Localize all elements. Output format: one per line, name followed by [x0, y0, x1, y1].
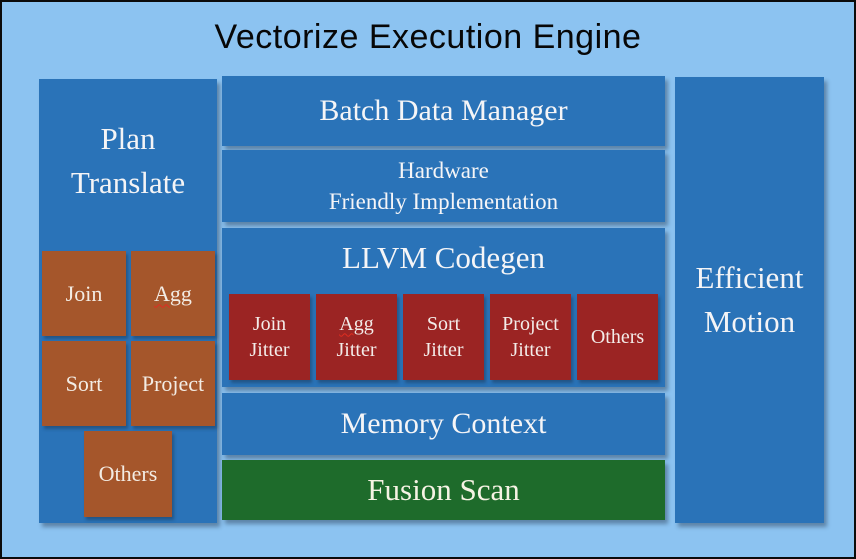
sort-jitter-line1: Sort: [426, 312, 461, 335]
hardware-label-line1: Hardware: [398, 157, 489, 183]
agg-jitter-box: Agg Jitter: [316, 294, 397, 380]
plan-box-join-label: Join: [65, 280, 103, 306]
join-jitter-line2: Jitter: [249, 339, 290, 361]
plan-box-agg-label: Agg: [154, 280, 192, 306]
memory-context-box: Memory Context: [222, 393, 665, 455]
agg-jitter-line2: Jitter: [336, 339, 377, 361]
jitter-row: Join Jitter Agg Jitter Sort Jitter Proje…: [229, 294, 658, 380]
batch-data-manager-label: Batch Data Manager: [319, 94, 568, 127]
fusion-scan-label: Fusion Scan: [367, 472, 520, 507]
efficient-motion-panel: Efficient Motion: [675, 77, 824, 523]
llvm-codegen-label: LLVM Codegen: [342, 240, 545, 275]
sort-jitter-line2: Jitter: [423, 339, 464, 361]
join-jitter-line1: Join: [252, 312, 287, 335]
fusion-scan-box: Fusion Scan: [222, 460, 665, 520]
plan-box-project-label: Project: [141, 370, 205, 396]
plan-box-agg: Agg: [131, 251, 215, 336]
batch-data-manager-box: Batch Data Manager: [222, 76, 665, 146]
project-jitter-line1: Project: [502, 312, 559, 335]
others-jitter-box: Others: [577, 294, 658, 380]
efficient-motion-label: Efficient Motion: [696, 256, 804, 344]
plan-translate-panel: Plan Translate Join Agg Sort Project Oth…: [39, 79, 217, 523]
join-jitter-box: Join Jitter: [229, 294, 310, 380]
diagram-title: Vectorize Execution Engine: [214, 18, 642, 56]
hardware-label-line2: Friendly Implementation: [328, 189, 559, 214]
efficient-motion-label-line2: Motion: [703, 304, 796, 339]
plan-box-join: Join: [42, 251, 126, 336]
plan-translate-label-line2: Translate: [70, 165, 186, 201]
others-jitter-line1: Others: [590, 325, 645, 348]
plan-box-project: Project: [131, 341, 215, 426]
plan-box-sort: Sort: [42, 341, 126, 426]
sort-jitter-box: Sort Jitter: [403, 294, 484, 380]
plan-box-others: Others: [84, 431, 172, 517]
plan-box-sort-label: Sort: [65, 370, 103, 396]
plan-box-others-label: Others: [98, 461, 158, 486]
plan-translate-label: Plan Translate: [39, 79, 217, 205]
plan-translate-label-line1: Plan: [100, 121, 156, 156]
project-jitter-line2: Jitter: [510, 339, 551, 361]
project-jitter-box: Project Jitter: [490, 294, 571, 380]
efficient-motion-label-line1: Efficient: [695, 259, 804, 295]
memory-context-label: Memory Context: [340, 407, 547, 440]
llvm-codegen-box: LLVM Codegen Join Jitter Agg Jitter Sort…: [222, 228, 665, 387]
hardware-friendly-implementation-box: Hardware Friendly Implementation: [222, 150, 665, 222]
agg-jitter-line1: Agg: [339, 312, 374, 335]
